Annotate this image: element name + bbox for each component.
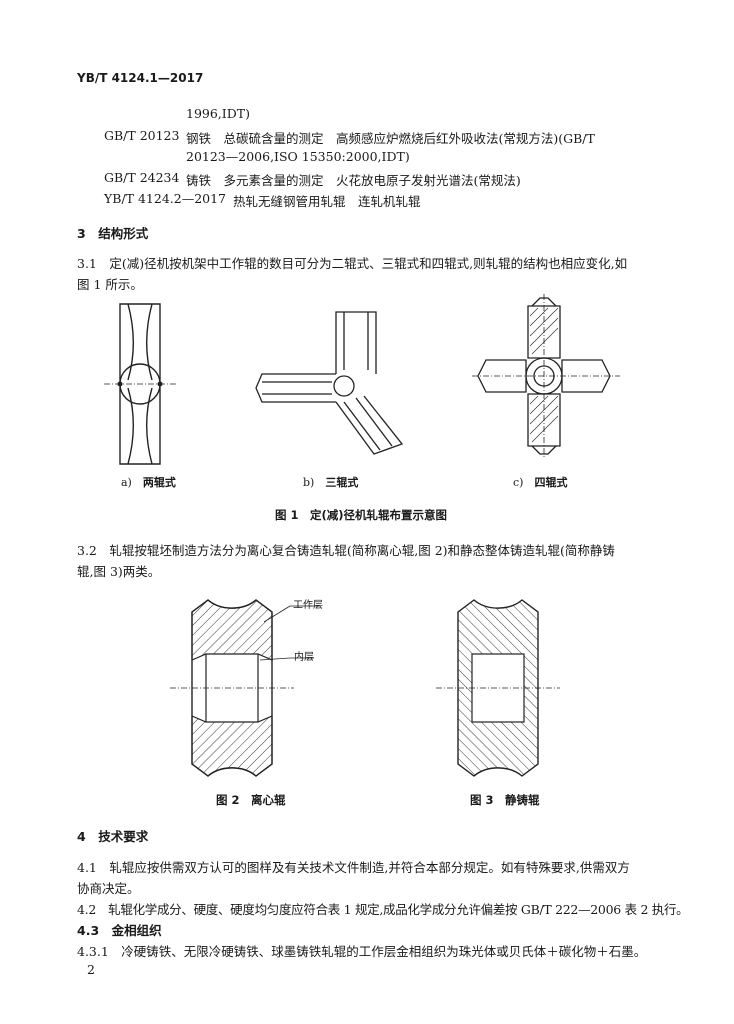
label-work-layer: 工作层 xyxy=(293,600,323,611)
static-cast-roll-diagram xyxy=(436,599,560,777)
reference-code: YB/T 4124.2—2017 xyxy=(104,191,227,206)
label-inner-layer: 内层 xyxy=(294,652,314,663)
paragraph-4-1-cont: 协商决定。 xyxy=(77,881,140,896)
reference-code: GB/T 20123 xyxy=(104,128,180,143)
fig1-subcaption-b: b) 三辊式 xyxy=(303,476,359,489)
paragraph-3-2: 3.2 轧辊按辊坯制造方法分为离心复合铸造轧辊(简称离心辊,图 2)和静态整体铸… xyxy=(77,543,615,558)
paragraph-4-1: 4.1 轧辊应按供需双方认可的图样及有关技术文件制造,并符合本部分规定。如有特殊… xyxy=(77,860,630,875)
two-roll-diagram xyxy=(104,303,176,465)
fig1-subcaption-c: c) 四辊式 xyxy=(513,476,568,489)
fig2-caption: 图 2 离心辊 xyxy=(216,793,286,807)
reference-line: 20123—2006,ISO 15350:2000,IDT) xyxy=(186,149,410,164)
four-roll-diagram xyxy=(472,294,620,458)
paragraph-4-3-1: 4.3.1 冷硬铸铁、无限冷硬铸铁、球墨铸铁轧辊的工作层金相组织为珠光体或贝氏体… xyxy=(77,944,647,959)
fig3-caption: 图 3 静铸辊 xyxy=(470,793,540,807)
reference-line: 热轧无缝钢管用轧辊 连轧机轧辊 xyxy=(233,194,421,209)
paragraph-3-2-cont: 辊,图 3)两类。 xyxy=(77,564,161,579)
fig1-caption: 图 1 定(减)径机轧辊布置示意图 xyxy=(275,508,448,522)
reference-line: 铸铁 多元素含量的测定 火花放电原子发射光谱法(常规法) xyxy=(186,173,521,188)
paragraph-3-1-cont: 图 1 所示。 xyxy=(77,277,143,292)
section-heading: 3 结构形式 xyxy=(77,226,149,241)
centrifugal-roll-diagram xyxy=(170,599,320,777)
reference-code: GB/T 24234 xyxy=(104,170,180,185)
paragraph-3-1: 3.1 定(减)径机按机架中工作辊的数目可分为二辊式、三辊式和四辊式,则轧辊的结… xyxy=(77,256,628,271)
section-heading: 4 技术要求 xyxy=(77,829,149,844)
fig1-subcaption-a: a) 两辊式 xyxy=(121,476,176,489)
paragraph-4-2: 4.2 轧辊化学成分、硬度、硬度均匀度应符合表 1 规定,成品化学成分允许偏差按… xyxy=(77,902,689,917)
reference-line: 钢铁 总碳硫含量的测定 高频感应炉燃烧后红外吸收法(常规方法)(GB/T xyxy=(186,131,595,146)
reference-line: 1996,IDT) xyxy=(186,106,250,121)
subsection-heading: 4.3 金相组织 xyxy=(77,923,162,938)
page-number: 2 xyxy=(87,962,95,977)
three-roll-diagram xyxy=(255,311,404,455)
standard-code: YB/T 4124.1—2017 xyxy=(77,71,204,85)
